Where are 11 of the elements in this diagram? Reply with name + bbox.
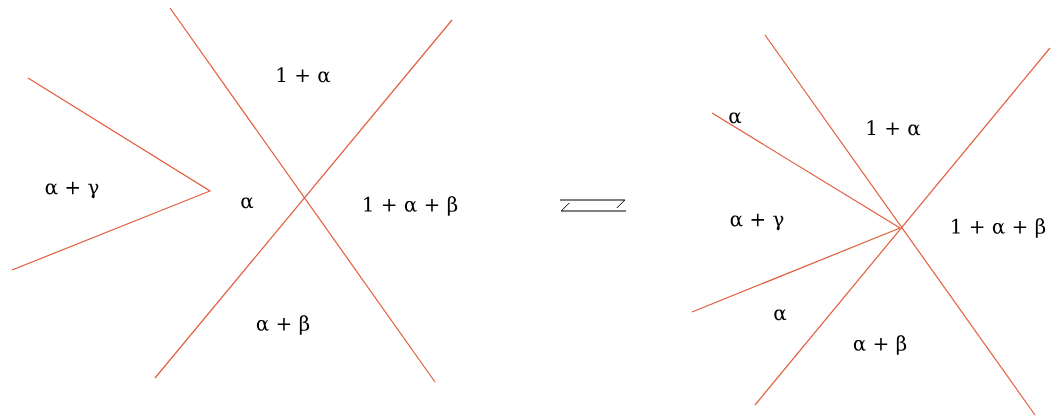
- region-label: α: [241, 197, 254, 209]
- region-label: α + β: [256, 315, 310, 335]
- region-label: 1 + α + β: [952, 218, 1046, 238]
- region-label: α: [729, 112, 742, 124]
- region-label: α + γ: [45, 181, 99, 199]
- region-label: α + β: [853, 335, 907, 355]
- region-label: α: [774, 309, 787, 321]
- region-label: 1 + α: [277, 67, 331, 83]
- region-label: 1 + α: [867, 120, 921, 136]
- region-label: 1 + α + β: [364, 196, 458, 216]
- region-label: α + γ: [730, 213, 784, 231]
